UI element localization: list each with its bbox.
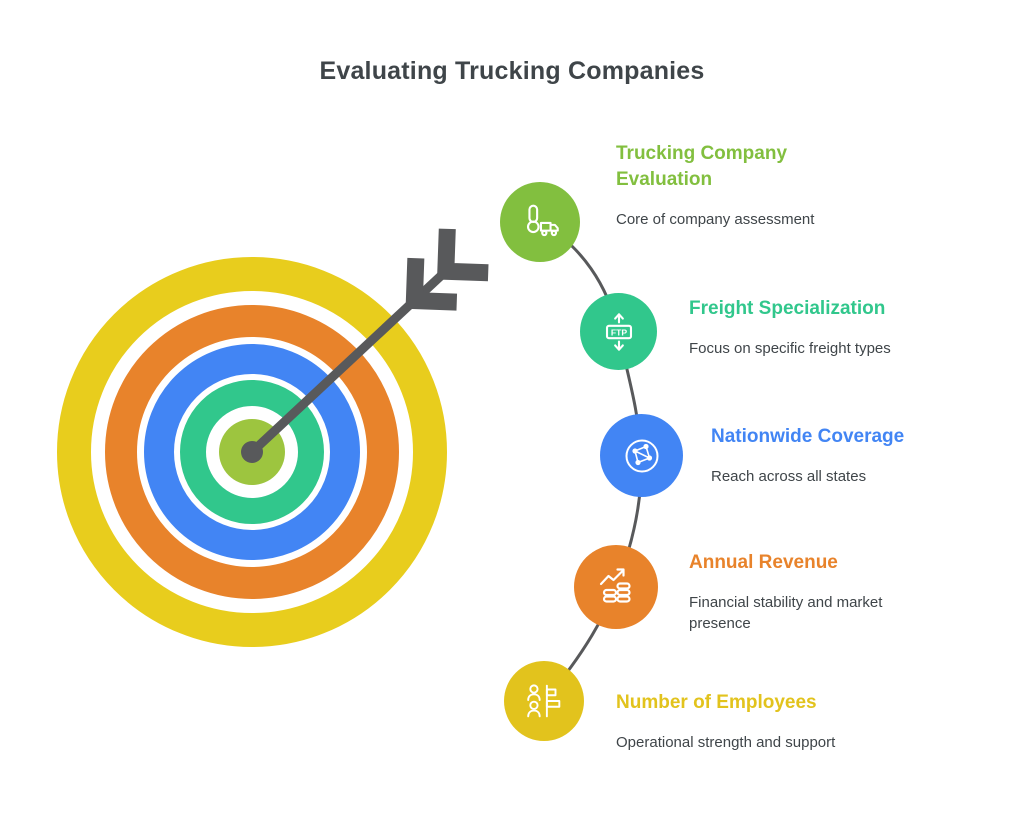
arrow-shaft: [254, 262, 455, 450]
item-heading: Freight Specialization: [689, 298, 886, 319]
page-title: Evaluating Trucking Companies: [319, 57, 705, 85]
node-trucking-company-evaluation: [500, 182, 580, 262]
node-number-of-employees: [504, 661, 584, 741]
target-center-dot: [241, 441, 263, 463]
item-trucking-company-evaluation: Trucking Company Evaluation Core of comp…: [616, 141, 851, 230]
node-nationwide-coverage: [600, 414, 683, 497]
node-freight-specialization: FTP: [580, 293, 657, 370]
arrow-fletching-back: [437, 228, 489, 282]
bullseye-target: [57, 257, 447, 647]
item-description: Financial stability and market presence: [689, 594, 883, 632]
target-ring-green: [180, 380, 324, 524]
ftp-icon-label: FTP: [610, 327, 627, 337]
growth-chart-coins-icon: [599, 568, 631, 603]
employees-chart-icon: [527, 684, 561, 718]
item-description: Core of company assessment: [616, 211, 815, 228]
item-heading: Nationwide Coverage: [711, 426, 905, 447]
arrow-fletching-front: [405, 257, 458, 311]
target-ring-yellow: [57, 257, 447, 647]
item-nationwide-coverage: Nationwide Coverage Reach across all sta…: [711, 424, 961, 487]
item-description: Operational strength and support: [616, 734, 836, 751]
node-annual-revenue: [574, 545, 658, 629]
target-ring-blue: [144, 344, 360, 560]
item-number-of-employees: Number of Employees Operational strength…: [616, 690, 836, 753]
target-ring-orange: [105, 305, 399, 599]
thermometer-truck-icon: [526, 204, 559, 237]
item-heading: Trucking Company Evaluation: [616, 143, 788, 190]
globe-network-icon: [625, 439, 658, 472]
item-freight-specialization: Freight Specialization Focus on specific…: [689, 296, 949, 359]
item-annual-revenue: Annual Revenue Financial stability and m…: [689, 550, 929, 634]
arrow: [254, 228, 489, 450]
item-heading: Annual Revenue: [689, 552, 838, 573]
item-heading: Number of Employees: [616, 692, 817, 713]
item-description: Focus on specific freight types: [689, 340, 891, 357]
item-description: Reach across all states: [711, 468, 867, 485]
ftp-transfer-icon: FTP: [605, 312, 632, 351]
